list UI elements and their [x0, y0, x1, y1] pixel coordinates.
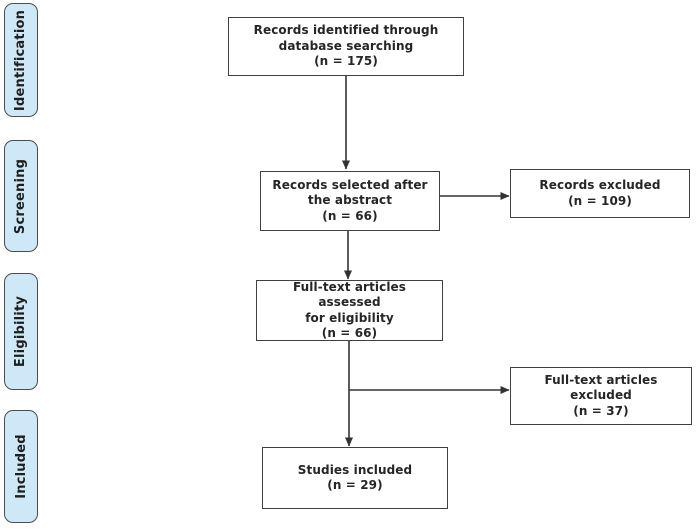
node-count: (n = 175)	[314, 54, 378, 69]
node-text-line: Full-text articles assessed	[292, 279, 407, 310]
node-studies-included: Studies included (n = 29)	[262, 447, 448, 509]
node-count: (n = 66)	[321, 326, 378, 340]
stage-screening: Screening	[4, 140, 38, 252]
node-count: (n = 66)	[322, 208, 378, 223]
node-records-identified: Records identified through database sear…	[228, 17, 464, 76]
stage-eligibility: Eligibility	[4, 273, 38, 390]
node-count: (n = 29)	[327, 478, 383, 492]
node-text-line: for eligibility	[305, 310, 394, 325]
stage-included: Included	[4, 410, 38, 523]
node-text-line: Records selected after	[272, 177, 428, 192]
node-count: (n = 109)	[568, 193, 632, 208]
node-text-line: Studies included	[297, 462, 413, 477]
stage-screening-label: Screening	[13, 158, 29, 234]
stage-identification-label: Identification	[13, 9, 29, 111]
node-fulltext-excluded: Full-text articles excluded (n = 37)	[510, 367, 692, 425]
node-text-line: the abstract	[307, 193, 393, 208]
node-count: (n = 37)	[573, 403, 629, 418]
stage-included-label: Included	[13, 434, 29, 499]
node-text-line: Full-text articles excluded	[544, 372, 658, 403]
node-fulltext-assessed: Full-text articles assessed for eligibil…	[256, 280, 443, 341]
node-text-line: database searching	[278, 38, 414, 53]
node-records-selected: Records selected after the abstract (n =…	[260, 171, 440, 231]
stage-identification: Identification	[4, 3, 38, 117]
node-records-excluded: Records excluded (n = 109)	[510, 169, 690, 218]
node-text-line: Records excluded	[539, 178, 661, 192]
node-text-line: Records identified through	[253, 23, 439, 38]
stage-eligibility-label: Eligibility	[13, 295, 29, 368]
